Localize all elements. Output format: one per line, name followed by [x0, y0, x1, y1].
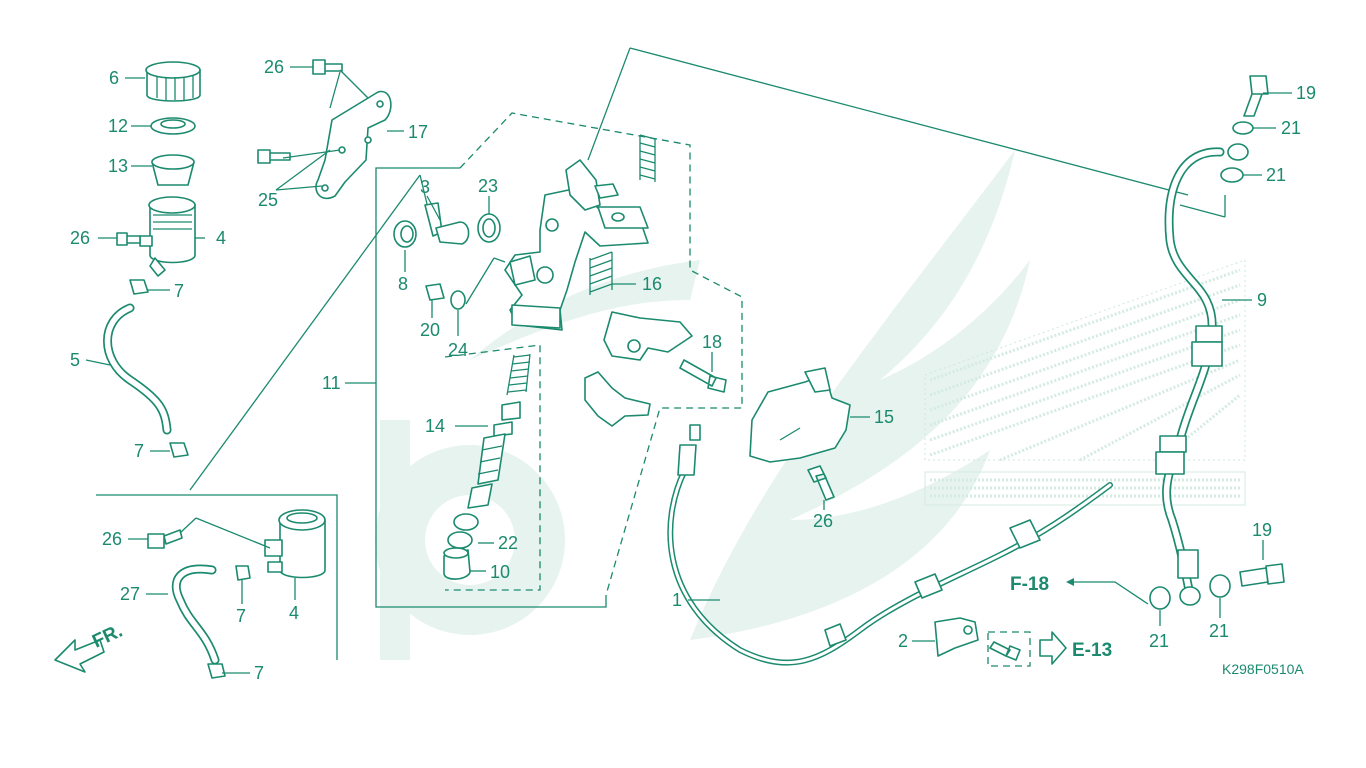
callout-7: 7 [254, 663, 264, 683]
callout-26: 26 [102, 529, 122, 549]
hose-clip-sub-a [235, 565, 251, 581]
callout-26: 26 [264, 57, 284, 77]
callout-27: 27 [120, 584, 140, 604]
callout-2: 2 [898, 631, 908, 651]
cable-assembly [667, 424, 1113, 667]
callout-5: 5 [70, 350, 80, 370]
reference-e13[interactable]: E-13 [1072, 640, 1112, 661]
sub-reservoir-assembly [54, 509, 326, 679]
callout-labels: 6 12 13 26 4 7 5 7 26 17 25 3 23 8 16 20… [70, 57, 1316, 683]
washer-21-top [1232, 121, 1254, 135]
callout-24: 24 [448, 340, 468, 360]
callout-9: 9 [1257, 290, 1267, 310]
group-frames [96, 47, 1189, 660]
bolt-26-sub [147, 529, 183, 549]
callout-25: 25 [258, 190, 278, 210]
callout-19: 19 [1252, 520, 1272, 540]
lever-pivot-bracket [603, 311, 693, 361]
callout-12: 12 [108, 116, 128, 136]
diagram-code: K298F0510A [1222, 661, 1304, 677]
callout-16: 16 [642, 274, 662, 294]
callout-14: 14 [425, 416, 445, 436]
locknut [594, 183, 619, 199]
leader-lines [85, 66, 1292, 674]
callout-7: 7 [174, 281, 184, 301]
bolt-26-bracket [312, 59, 343, 75]
callout-19: 19 [1296, 83, 1316, 103]
callout-17: 17 [408, 122, 428, 142]
pivot-bolt-18 [679, 359, 727, 393]
callout-21: 21 [1149, 631, 1169, 651]
callout-22: 22 [498, 533, 518, 553]
washer-21-bottom-left [1149, 586, 1171, 610]
brake-hose-assembly [1149, 75, 1285, 610]
return-spring [589, 251, 613, 293]
bolt-25 [257, 149, 291, 164]
bolt-26-top-left [116, 232, 141, 246]
pushrod-spring [639, 134, 656, 180]
piston-kit [443, 353, 531, 580]
callout-10: 10 [490, 562, 510, 582]
callout-4: 4 [216, 228, 226, 248]
nut-20 [425, 283, 445, 301]
callout-20: 20 [420, 320, 440, 340]
callout-13: 13 [108, 156, 128, 176]
callout-3: 3 [420, 177, 430, 197]
callout-7: 7 [134, 441, 144, 461]
lever-plate [584, 371, 651, 427]
callout-23: 23 [478, 176, 498, 196]
banjo-top [1227, 143, 1249, 161]
clamp-bolt [989, 641, 1021, 661]
cable-clamp [934, 617, 979, 657]
reference-arrow-e13 [1039, 631, 1067, 665]
subassembly-frame [96, 494, 338, 660]
hose-clip-lower [169, 442, 189, 458]
callout-18: 18 [702, 332, 722, 352]
reference-f18[interactable]: F-18 [1010, 574, 1049, 595]
clamp-bolt-box [987, 631, 1031, 667]
callout-26: 26 [813, 511, 833, 531]
hose-clip-upper [129, 279, 149, 295]
reservoir-assembly-top [103, 61, 201, 458]
bolt-19-top [1243, 75, 1269, 117]
callout-21: 21 [1281, 118, 1301, 138]
assembly-11-frame [375, 167, 607, 608]
washer-24 [450, 290, 466, 310]
piston-kit-dashed-outline [444, 344, 541, 591]
seal-22 [453, 513, 479, 531]
bolt-26-cover [807, 465, 835, 501]
callout-7: 7 [236, 606, 246, 626]
front-direction-arrow [54, 639, 105, 673]
callout-15: 15 [874, 407, 894, 427]
callout-4: 4 [289, 603, 299, 623]
master-cylinder-dashed-outline [459, 112, 743, 596]
callout-21: 21 [1209, 621, 1229, 641]
callout-21: 21 [1266, 165, 1286, 185]
washer-21-bottom-right [1209, 574, 1231, 598]
cover-assembly [749, 367, 851, 501]
callout-6: 6 [109, 68, 119, 88]
callout-8: 8 [398, 274, 408, 294]
washer-21-mid [1220, 167, 1244, 183]
hose-clip-sub-b [207, 663, 226, 679]
callout-26: 26 [70, 228, 90, 248]
callout-11: 11 [322, 373, 341, 393]
bracket-assembly [257, 59, 404, 200]
bolt-19-bottom [1239, 563, 1285, 587]
reservoir-tank [149, 204, 196, 264]
callout-1: 1 [672, 590, 682, 610]
master-cylinder [393, 134, 727, 580]
honda-dotted-logo [924, 259, 1246, 506]
banjo-bottom [1179, 586, 1201, 606]
